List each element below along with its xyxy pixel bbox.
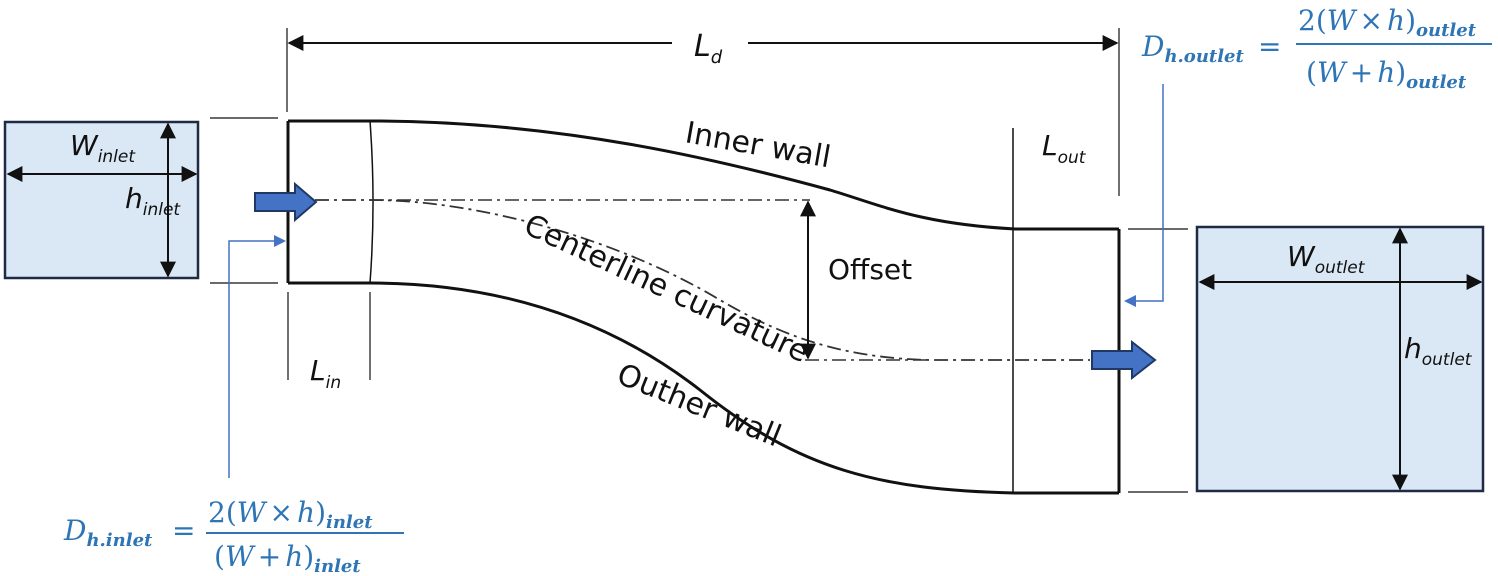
svg-text:=: = [172, 514, 195, 547]
svg-text:2(W×h)inlet: 2(W×h)inlet [208, 496, 373, 533]
svg-text:2(W×h)outlet: 2(W×h)outlet [1298, 4, 1477, 41]
svg-text:Dh.outlet: Dh.outlet [1141, 30, 1245, 67]
outlet-hydraulic-diameter-equation: Dh.outlet = 2(W×h)outlet (W+h)outlet [1141, 4, 1492, 93]
outlet-leader-line [1132, 84, 1164, 302]
lin-boundary-line [369, 120, 374, 284]
inner-wall-label: Inner wall [683, 115, 834, 175]
w-outlet-label: Woutlet [1287, 240, 1366, 278]
svg-text:Dh.inlet: Dh.inlet [63, 514, 153, 551]
svg-text:=: = [1258, 30, 1281, 63]
lin-label: Lin [310, 354, 341, 393]
centerline-label: Centerline curvature [519, 208, 814, 371]
outer-wall-label: Outher wall [612, 357, 786, 454]
svg-text:(W+h)inlet: (W+h)inlet [214, 540, 361, 576]
outlet-cross-section [1195, 225, 1485, 493]
ld-label: Ld [694, 29, 723, 68]
w-inlet-label: Winlet [70, 129, 136, 167]
lout-label: Lout [1042, 129, 1087, 168]
inlet-hydraulic-diameter-equation: Dh.inlet = 2(W×h)inlet (W+h)inlet [63, 496, 404, 576]
h-outlet-label: houtlet [1404, 332, 1473, 370]
inlet-leader-head [274, 235, 286, 247]
h-inlet-label: hinlet [125, 182, 181, 220]
inlet-leader-line [228, 240, 278, 478]
inlet-flow-arrow [254, 181, 318, 223]
svg-text:(W+h)outlet: (W+h)outlet [1306, 56, 1467, 93]
inner-wall-curve [288, 119, 1119, 231]
outlet-leader-head [1124, 295, 1136, 307]
outlet-flow-arrow [1091, 339, 1157, 381]
offset-label: Offset [828, 253, 912, 286]
outer-wall-curve [288, 281, 1119, 495]
centerline-curve [315, 199, 1090, 361]
